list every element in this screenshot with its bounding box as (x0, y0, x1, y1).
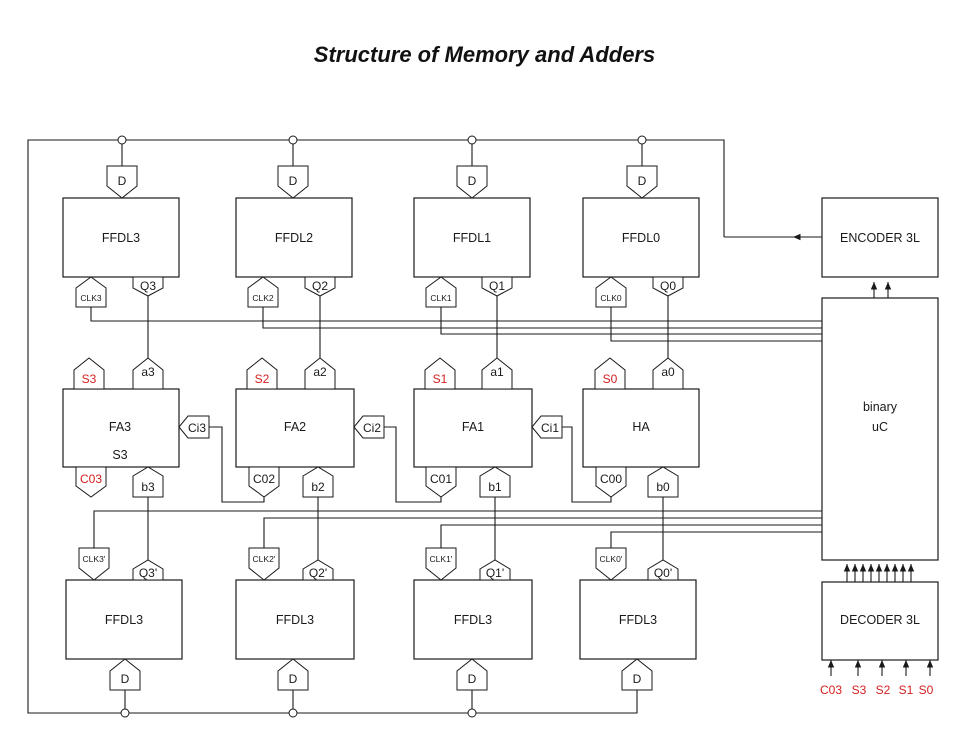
svg-text:FA2: FA2 (284, 420, 306, 434)
svg-text:FFDL3: FFDL3 (619, 613, 657, 627)
svg-text:S3: S3 (112, 448, 127, 462)
svg-text:CLK0': CLK0' (600, 554, 623, 564)
svg-text:Q1: Q1 (489, 279, 505, 293)
svg-text:Q3: Q3 (140, 279, 156, 293)
ffdl3-bottom-b: FFDL3 CLK2' Q2' D (235, 547, 355, 691)
svg-text:FFDL0: FFDL0 (622, 231, 660, 245)
wires (27, 139, 934, 714)
svg-text:CLK3': CLK3' (83, 554, 106, 564)
diagram-title: Structure of Memory and Adders (313, 42, 656, 67)
ffdl3-top: FFDL3 D CLK3 Q3 (62, 165, 180, 308)
svg-text:CLK2: CLK2 (252, 293, 274, 303)
svg-text:HA: HA (632, 420, 650, 434)
decoder-input-s1: S1 (899, 683, 914, 697)
ffdl2-top: FFDL2 D CLK2 Q2 (235, 165, 353, 308)
svg-text:a1: a1 (490, 365, 504, 379)
svg-text:ENCODER 3L: ENCODER 3L (840, 231, 920, 245)
fa3: FA3 S3 S3 a3 Ci3 C03 b3 (62, 357, 210, 498)
ffdl3-bottom-d: FFDL3 CLK0' Q0' D (579, 547, 697, 691)
ha: HA S0 a0 C00 b0 (582, 357, 700, 498)
svg-text:FA1: FA1 (462, 420, 484, 434)
svg-text:S3: S3 (82, 372, 97, 386)
svg-text:CLK2': CLK2' (253, 554, 276, 564)
ffdl3-bottom-a: FFDL3 CLK3' Q3' D (65, 547, 183, 691)
svg-text:a0: a0 (661, 365, 675, 379)
svg-text:Ci3: Ci3 (188, 421, 206, 435)
svg-text:D: D (633, 672, 642, 686)
svg-text:b3: b3 (141, 480, 155, 494)
svg-text:DECODER 3L: DECODER 3L (840, 613, 920, 627)
svg-text:D: D (289, 672, 298, 686)
svg-text:C02: C02 (253, 472, 275, 486)
decoder-input-labels: C03 S3 S2 S1 S0 (820, 683, 934, 697)
svg-text:b1: b1 (488, 480, 502, 494)
svg-text:S0: S0 (603, 372, 618, 386)
decoder-block: DECODER 3L (821, 581, 939, 661)
svg-text:D: D (289, 174, 298, 188)
ffdl0-top: FFDL0 D CLK0 Q0 (582, 165, 700, 308)
svg-text:FFDL3: FFDL3 (276, 613, 314, 627)
decoder-input-c03: C03 (820, 683, 842, 697)
svg-text:FA3: FA3 (109, 420, 131, 434)
svg-text:S1: S1 (433, 372, 448, 386)
svg-text:b2: b2 (311, 480, 325, 494)
svg-text:uC: uC (872, 420, 888, 434)
svg-text:C00: C00 (600, 472, 622, 486)
decoder-input-s3: S3 (852, 683, 867, 697)
svg-text:CLK1: CLK1 (430, 293, 452, 303)
svg-text:FFDL3: FFDL3 (102, 231, 140, 245)
svg-text:Ci1: Ci1 (541, 421, 559, 435)
svg-text:D: D (118, 174, 127, 188)
fa1: FA1 S1 a1 Ci1 C01 b1 (413, 357, 563, 498)
svg-text:C03: C03 (80, 472, 102, 486)
svg-text:FFDL2: FFDL2 (275, 231, 313, 245)
svg-text:D: D (468, 174, 477, 188)
decoder-input-s2: S2 (876, 683, 891, 697)
ffdl3-bottom-c: FFDL3 CLK1' Q1' D (413, 547, 533, 691)
svg-text:Q2: Q2 (312, 279, 328, 293)
encoder-block: ENCODER 3L (821, 197, 939, 278)
svg-text:Q2': Q2' (309, 566, 327, 580)
svg-text:CLK1': CLK1' (430, 554, 453, 564)
svg-text:Ci2: Ci2 (363, 421, 381, 435)
svg-text:FFDL3: FFDL3 (105, 613, 143, 627)
svg-text:D: D (468, 672, 477, 686)
svg-text:CLK0: CLK0 (600, 293, 622, 303)
svg-text:Q1': Q1' (486, 566, 504, 580)
decoder-input-s0: S0 (919, 683, 934, 697)
svg-text:D: D (638, 174, 647, 188)
svg-text:a3: a3 (141, 365, 155, 379)
svg-text:binary: binary (863, 400, 898, 414)
svg-text:D: D (121, 672, 130, 686)
svg-text:FFDL3: FFDL3 (454, 613, 492, 627)
junctions (117, 135, 647, 718)
svg-text:b0: b0 (656, 480, 670, 494)
svg-text:S2: S2 (255, 372, 270, 386)
svg-text:C01: C01 (430, 472, 452, 486)
svg-text:Q3': Q3' (139, 566, 157, 580)
svg-text:CLK3: CLK3 (80, 293, 102, 303)
binary-uc-block: binary uC (821, 297, 939, 561)
fa2: FA2 S2 a2 Ci2 C02 b2 (235, 357, 385, 498)
svg-text:Q0': Q0' (654, 566, 672, 580)
svg-text:a2: a2 (313, 365, 327, 379)
svg-text:FFDL1: FFDL1 (453, 231, 491, 245)
svg-text:Q0: Q0 (660, 279, 676, 293)
ffdl1-top: FFDL1 D CLK1 Q1 (413, 165, 531, 308)
